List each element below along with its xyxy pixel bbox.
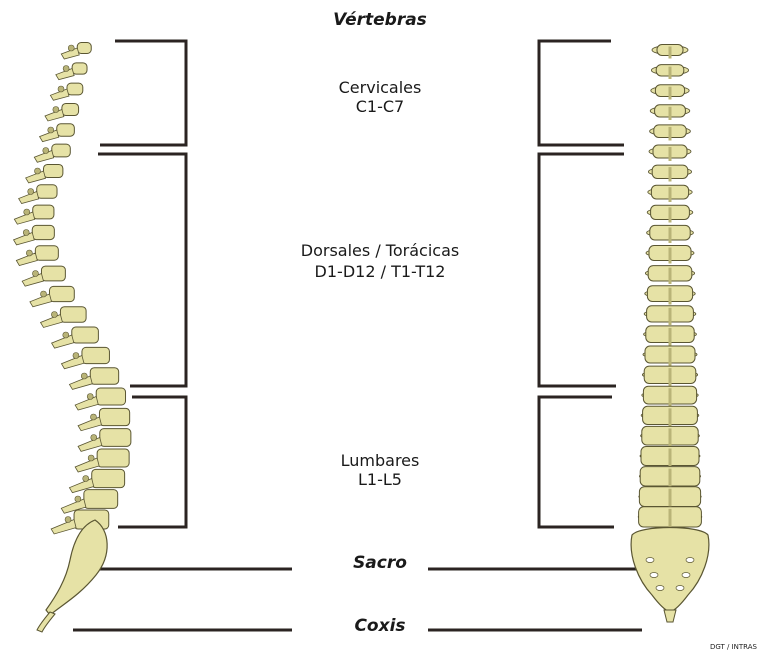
lateral-sacrum — [46, 520, 107, 615]
lateral-vertebra — [22, 266, 65, 286]
lateral-vertebra — [52, 327, 99, 348]
lateral-vertebra — [75, 449, 129, 472]
region-lumbar-name: Lumbares — [230, 451, 530, 470]
lateral-vertebra — [34, 144, 70, 162]
right-brackets — [428, 41, 642, 630]
posterior-vertebra — [645, 286, 695, 305]
region-thoracic-range: D1-D12 / T1-T12 — [230, 262, 530, 281]
sacral-foramen — [676, 586, 684, 591]
posterior-vertebra — [651, 65, 688, 79]
lateral-vertebra — [61, 347, 109, 368]
sacral-foramen — [682, 573, 690, 578]
lateral-vertebra — [26, 164, 63, 182]
sacrum-label: Sacro — [230, 553, 530, 573]
region-cervical-range: C1-C7 — [230, 97, 530, 116]
right-bracket-lumbar — [539, 397, 614, 527]
lateral-spine-illustration — [14, 43, 131, 633]
posterior-vertebra — [644, 306, 696, 325]
posterior-vertebra — [641, 426, 700, 448]
posterior-vertebra — [648, 185, 692, 202]
lateral-vertebra — [16, 246, 58, 266]
posterior-vertebra — [639, 467, 700, 489]
left-bracket-cervical — [100, 41, 186, 145]
lateral-vertebra — [56, 63, 87, 80]
credit-text: DGT / INTRAS — [710, 643, 757, 651]
posterior-vertebra — [642, 366, 697, 386]
posterior-vertebra — [644, 326, 697, 346]
lateral-vertebra — [61, 43, 91, 60]
coccyx-label: Coxis — [230, 616, 530, 636]
right-bracket-cervical — [539, 41, 624, 145]
lateral-vertebra — [19, 185, 57, 204]
sacral-foramen — [686, 558, 694, 563]
posterior-sacrum — [631, 528, 709, 613]
posterior-vertebra — [643, 346, 697, 366]
region-thoracic-name: Dorsales / Torácicas — [230, 241, 530, 260]
lateral-vertebra — [41, 307, 87, 328]
lateral-vertebra — [78, 429, 131, 452]
lateral-vertebra — [45, 103, 79, 120]
posterior-vertebra — [645, 266, 694, 284]
lateral-vertebra — [78, 408, 130, 430]
region-cervical-name: Cervicales — [230, 78, 530, 97]
posterior-vertebra — [650, 105, 690, 120]
lateral-vertebra — [69, 368, 118, 390]
posterior-vertebra — [652, 45, 688, 59]
posterior-vertebra — [648, 165, 691, 181]
sacral-foramen — [646, 558, 654, 563]
right-bracket-thoracic — [539, 154, 624, 386]
posterior-coccyx — [664, 610, 676, 622]
posterior-vertebra — [642, 386, 698, 407]
left-bracket-thoracic — [98, 154, 186, 386]
posterior-vertebra — [640, 447, 700, 469]
sacral-foramen — [656, 586, 664, 591]
posterior-spine-illustration — [631, 45, 709, 623]
posterior-vertebra — [647, 225, 694, 243]
sacral-foramen — [650, 573, 658, 578]
posterior-vertebra — [649, 145, 691, 161]
posterior-vertebra — [641, 406, 699, 427]
posterior-vertebra — [651, 85, 689, 100]
posterior-vertebra — [639, 487, 701, 510]
posterior-vertebra — [646, 246, 694, 264]
lateral-vertebra — [14, 225, 55, 244]
lateral-vertebra — [40, 124, 75, 142]
lateral-vertebra — [14, 205, 54, 224]
lateral-vertebra — [75, 388, 125, 410]
region-lumbar-range: L1-L5 — [230, 470, 530, 489]
posterior-vertebra — [650, 125, 691, 141]
lateral-vertebra — [50, 83, 82, 100]
lateral-coccyx — [37, 612, 55, 632]
diagram-title: Vértebras — [230, 10, 530, 30]
posterior-vertebra — [647, 205, 693, 222]
lateral-vertebra — [30, 286, 74, 306]
posterior-vertebra — [638, 507, 702, 530]
